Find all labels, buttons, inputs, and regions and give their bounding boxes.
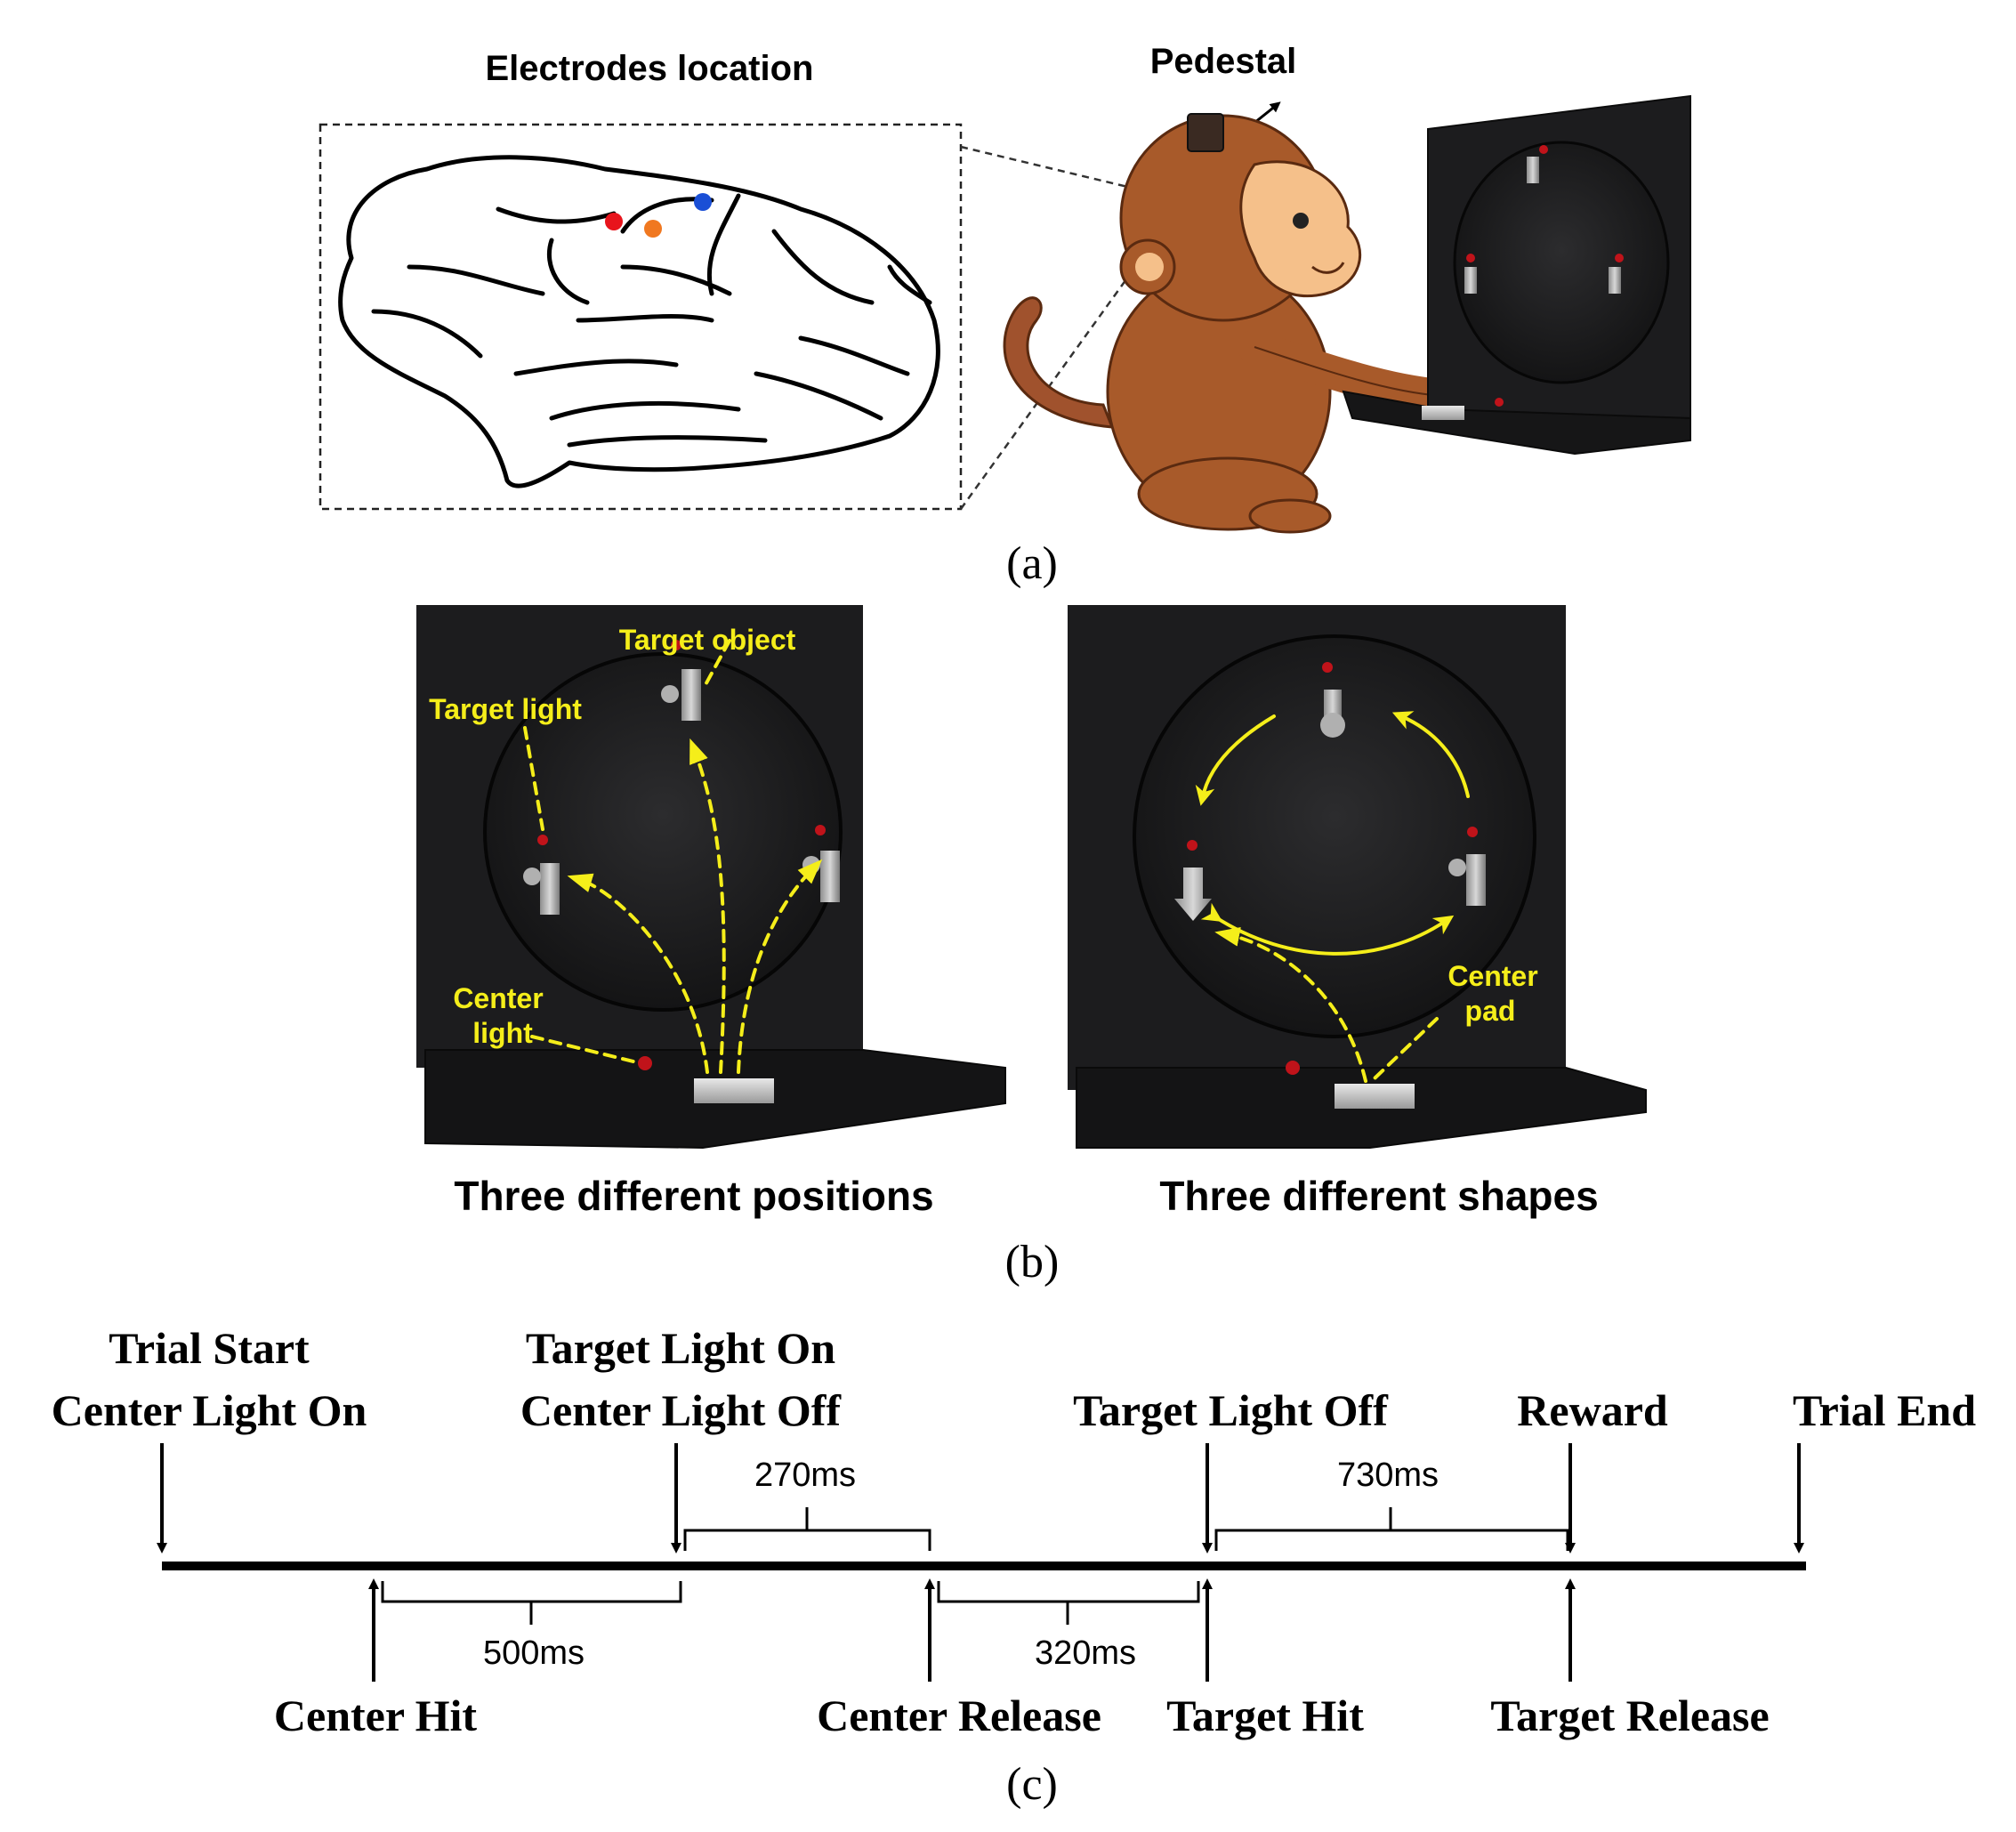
event-reward: Reward	[1517, 1385, 1668, 1435]
electrodes-location-title: Electrodes location	[486, 49, 814, 88]
event-target-release: Target Release	[1490, 1691, 1769, 1740]
device-positions: Target object Target light Center light	[416, 605, 1006, 1150]
event-target-light-on: Target Light On	[526, 1323, 835, 1373]
event-trial-end: Trial End	[1793, 1385, 1976, 1435]
center-light-left	[638, 1056, 652, 1070]
brain-drawing	[338, 155, 940, 488]
pedestal-label: Pedestal	[1150, 42, 1297, 81]
event-center-release: Center Release	[817, 1691, 1101, 1740]
label-center-pad-1: Center	[1447, 960, 1537, 992]
interval-500ms: 500ms	[483, 1634, 585, 1672]
electrode-blue	[694, 193, 712, 211]
pedestal-connector	[1187, 113, 1224, 152]
event-center-light-off: Center Light Off	[520, 1385, 842, 1435]
event-trial-start: Trial Start	[109, 1323, 310, 1373]
label-center-light-1: Center	[453, 982, 543, 1014]
label-target-light: Target light	[429, 693, 582, 725]
center-pad-right	[1335, 1084, 1415, 1109]
interval-730ms: 730ms	[1337, 1457, 1439, 1494]
interval-270ms: 270ms	[754, 1457, 856, 1494]
caption-c: (c)	[1006, 1759, 1058, 1810]
brace-730	[1214, 1507, 1569, 1551]
label-center-pad-2: pad	[1465, 995, 1516, 1027]
brace-270	[683, 1507, 931, 1551]
brace-500	[381, 1581, 682, 1625]
caption-b: (b)	[1005, 1237, 1060, 1287]
caption-three-positions: Three different positions	[454, 1173, 933, 1219]
panel-b: Target object Target light Center light …	[416, 605, 1647, 1287]
event-target-hit: Target Hit	[1166, 1691, 1364, 1740]
label-target-object: Target object	[619, 624, 796, 656]
electrode-orange	[644, 220, 662, 238]
monkey-illustration	[1003, 113, 1483, 534]
electrode-red	[605, 213, 623, 230]
event-target-light-off: Target Light Off	[1073, 1385, 1389, 1435]
brace-320	[937, 1581, 1200, 1625]
center-light-right	[1286, 1061, 1300, 1075]
brain-inset-box	[319, 123, 963, 511]
device-a	[1342, 94, 1691, 456]
caption-three-shapes: Three different shapes	[1159, 1173, 1598, 1219]
device-shapes: Center pad	[1068, 605, 1647, 1149]
event-center-light-on: Center Light On	[52, 1385, 367, 1435]
panel-c-timeline: Trial Start Center Light On Target Light…	[52, 1323, 1977, 1810]
interval-320ms: 320ms	[1035, 1634, 1136, 1672]
caption-a: (a)	[1006, 538, 1058, 589]
label-center-light-2: light	[472, 1017, 533, 1049]
panel-a: Electrodes location Pedes	[319, 42, 1691, 589]
event-center-hit: Center Hit	[274, 1691, 478, 1740]
center-pad-left	[694, 1078, 774, 1103]
